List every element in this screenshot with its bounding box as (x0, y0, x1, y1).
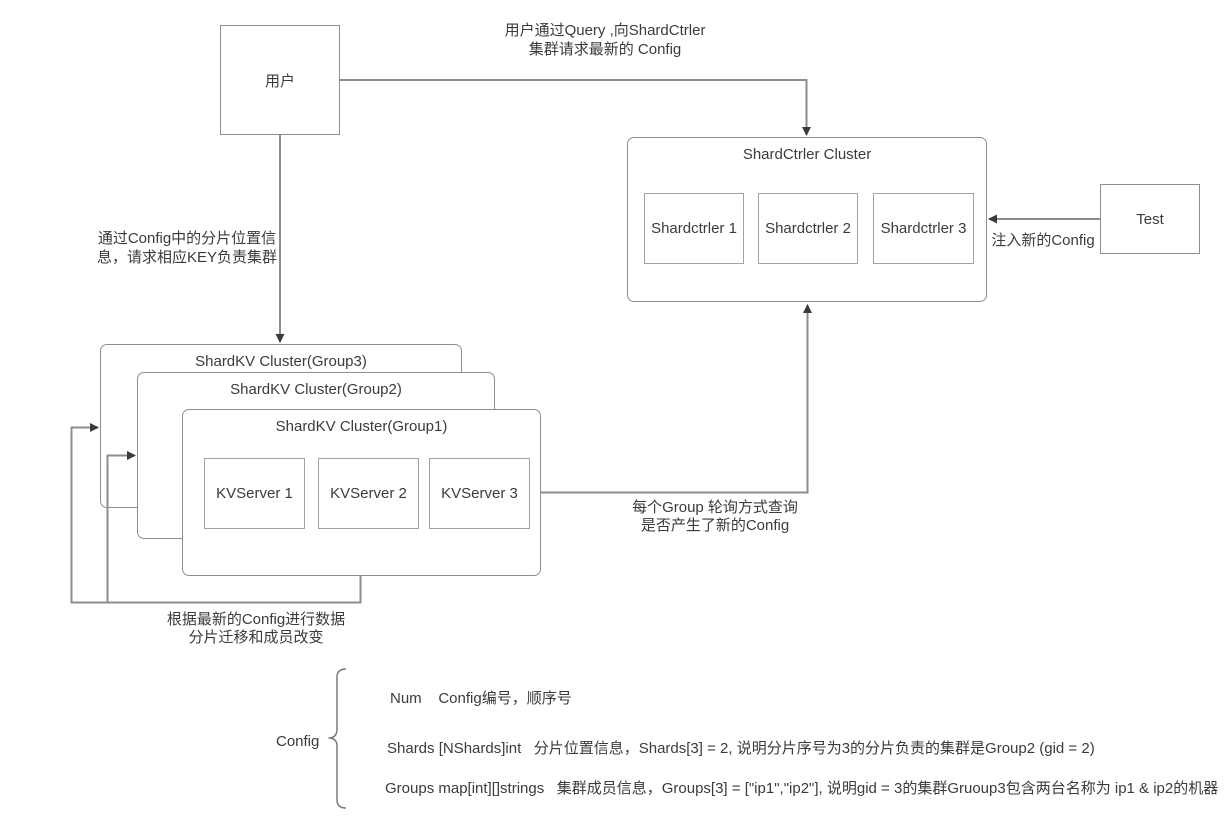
annotation-inject-config: 注入新的Config (987, 231, 1099, 250)
config-field-num: Num Config编号，顺序号 (390, 690, 572, 707)
arrow-group1-to-shardctrler (541, 304, 812, 494)
annotation-poll-config: 每个Group 轮询方式查询 是否产生了新的Config (615, 499, 815, 535)
test-box-label: Test (1136, 210, 1164, 228)
shardctrler-node-3-label: Shardctrler 3 (880, 220, 967, 237)
config-field-groups: Groups map[int][]strings 集群成员信息，Groups[3… (385, 780, 1219, 797)
kvserver-node-2: KVServer 2 (318, 458, 419, 529)
annotation-query-flow: 用户通过Query ,向ShardCtrler 集群请求最新的 Config (455, 21, 755, 59)
user-box-label: 用户 (264, 72, 295, 90)
shardctrler-cluster-box: ShardCtrler Cluster Shardctrler 1 Shardc… (627, 137, 987, 302)
annotation-query-flow-line2: 集群请求最新的 Config (528, 41, 682, 58)
shardkv-group1-box: ShardKV Cluster(Group1) KVServer 1 KVSer… (182, 409, 541, 576)
shardctrler-node-2: Shardctrler 2 (758, 193, 858, 264)
kvserver-node-1: KVServer 1 (204, 458, 305, 529)
shardkv-group2-title: ShardKV Cluster(Group2) (230, 381, 402, 398)
kvserver-node-3: KVServer 3 (429, 458, 530, 529)
shardctrler-node-2-label: Shardctrler 2 (765, 220, 851, 237)
shardctrler-node-3: Shardctrler 3 (873, 193, 974, 264)
config-struct-label: Config (276, 732, 336, 751)
annotation-migrate-line1: 根据最新的Config进行数据 (166, 611, 346, 628)
annotation-poll-config-line1: 每个Group 轮询方式查询 (632, 499, 798, 516)
kvserver-node-3-label: KVServer 3 (441, 485, 518, 502)
config-struct-label-text: Config (276, 733, 320, 750)
arrow-user-to-shardctrler (340, 79, 811, 136)
annotation-inject-config-text: 注入新的Config (991, 232, 1095, 249)
shardctrler-node-1-label: Shardctrler 1 (651, 220, 737, 237)
shardkv-group1-title: ShardKV Cluster(Group1) (275, 418, 448, 435)
kvserver-node-2-label: KVServer 2 (330, 485, 407, 502)
shardkv-group3-title: ShardKV Cluster(Group3) (195, 353, 367, 370)
kvserver-node-1-label: KVServer 1 (216, 485, 293, 502)
test-box: Test (1100, 184, 1200, 254)
shardctrler-cluster-title: ShardCtrler Cluster (742, 146, 872, 163)
shardctrler-node-1: Shardctrler 1 (644, 193, 744, 264)
annotation-key-request: 通过Config中的分片位置信 息，请求相应KEY负责集群 (90, 229, 284, 267)
annotation-key-request-line1: 通过Config中的分片位置信 (97, 230, 277, 247)
config-field-shards: Shards [NShards]int 分片位置信息，Shards[3] = 2… (387, 740, 1095, 757)
user-box: 用户 (220, 25, 340, 135)
annotation-poll-config-line2: 是否产生了新的Config (640, 517, 790, 534)
annotation-key-request-line2: 息，请求相应KEY负责集群 (96, 249, 278, 266)
annotation-query-flow-line1: 用户通过Query ,向ShardCtrler (504, 22, 706, 39)
annotation-migrate-line2: 分片迁移和成员改变 (188, 629, 324, 646)
annotation-migrate: 根据最新的Config进行数据 分片迁移和成员改变 (155, 611, 357, 647)
